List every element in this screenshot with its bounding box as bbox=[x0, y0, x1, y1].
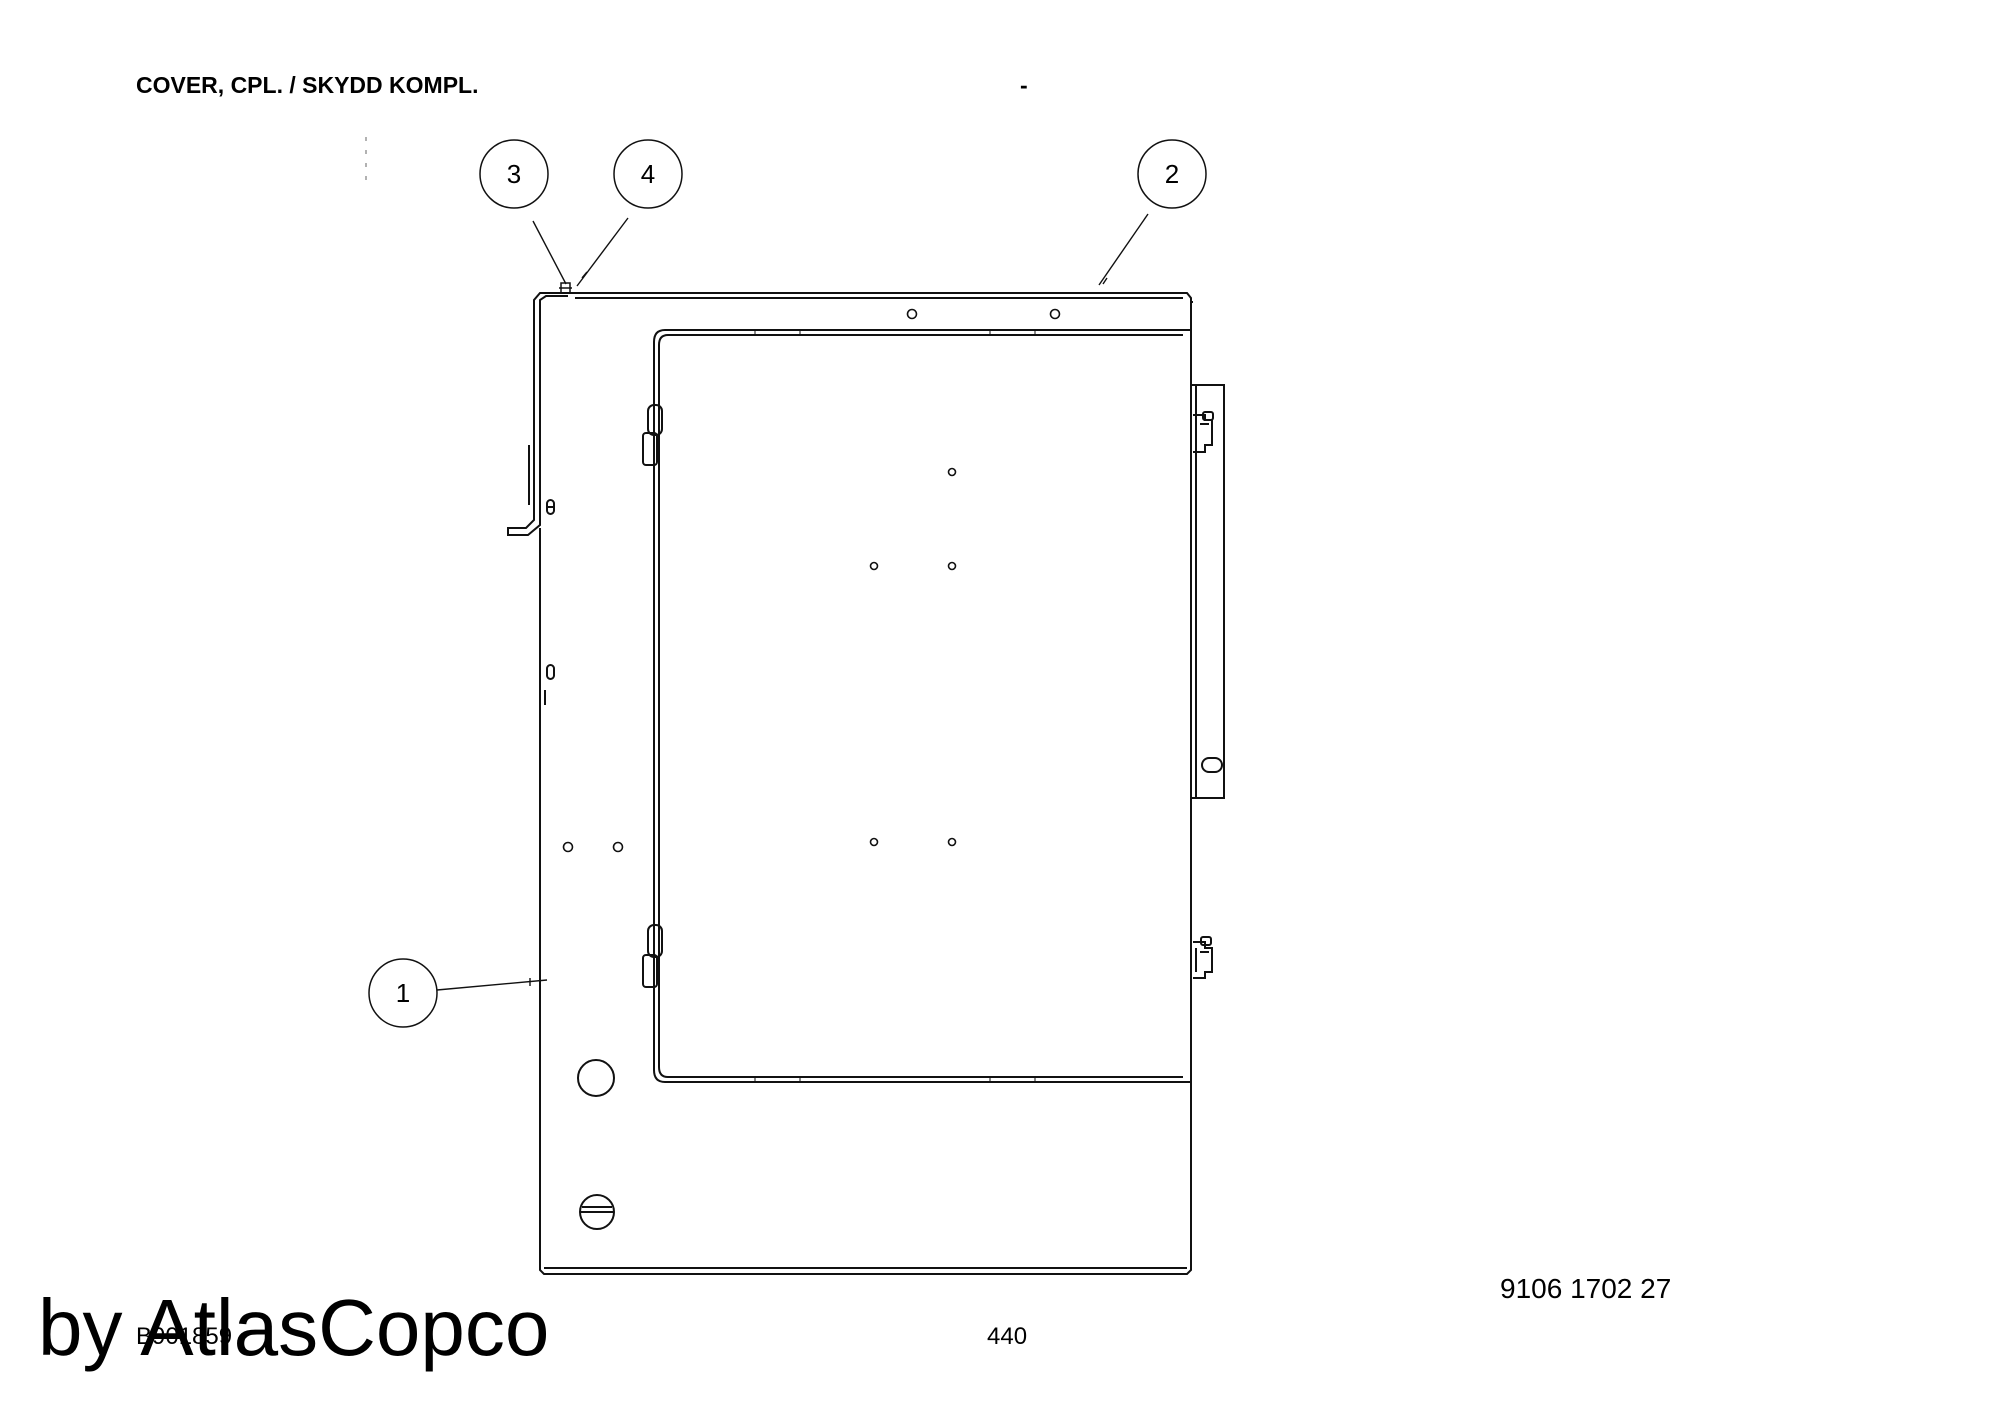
callout-1-circle bbox=[368, 958, 438, 1028]
leader-lines bbox=[436, 213, 1149, 991]
callout-2: 2 bbox=[1137, 139, 1207, 209]
callout-4-circle bbox=[613, 139, 683, 209]
side-rail bbox=[1191, 384, 1225, 799]
drain-plug bbox=[579, 1194, 615, 1230]
hinge-upper bbox=[642, 404, 663, 466]
cover-body bbox=[507, 292, 1193, 1275]
page-title: COVER, CPL. / SKYDD KOMPL. bbox=[136, 72, 479, 98]
callout-3-circle bbox=[479, 139, 549, 209]
callout-4: 4 bbox=[613, 139, 683, 209]
latch-lower bbox=[1193, 936, 1213, 979]
mounting-holes bbox=[562, 308, 1061, 853]
callout-3-label: 3 bbox=[507, 159, 521, 189]
cable-entry-hole bbox=[577, 1059, 615, 1097]
door-panel bbox=[653, 329, 1191, 1083]
title-dash: - bbox=[1020, 72, 1028, 98]
callout-1-label: 1 bbox=[396, 978, 410, 1008]
watermark: by AtlasCopco bbox=[38, 1283, 550, 1372]
callout-2-label: 2 bbox=[1165, 159, 1179, 189]
drawing-reference: B901859 bbox=[136, 1323, 233, 1350]
callout-3: 3 bbox=[479, 139, 549, 209]
part-number: 9106 1702 27 bbox=[1500, 1273, 1672, 1304]
hinge-lower bbox=[642, 924, 663, 988]
page-number: 440 bbox=[987, 1323, 1028, 1350]
fastener-top bbox=[559, 282, 572, 294]
latch-upper bbox=[1193, 411, 1214, 453]
callout-1: 1 bbox=[368, 958, 438, 1028]
callout-4-label: 4 bbox=[641, 159, 655, 189]
callout-2-circle bbox=[1137, 139, 1207, 209]
